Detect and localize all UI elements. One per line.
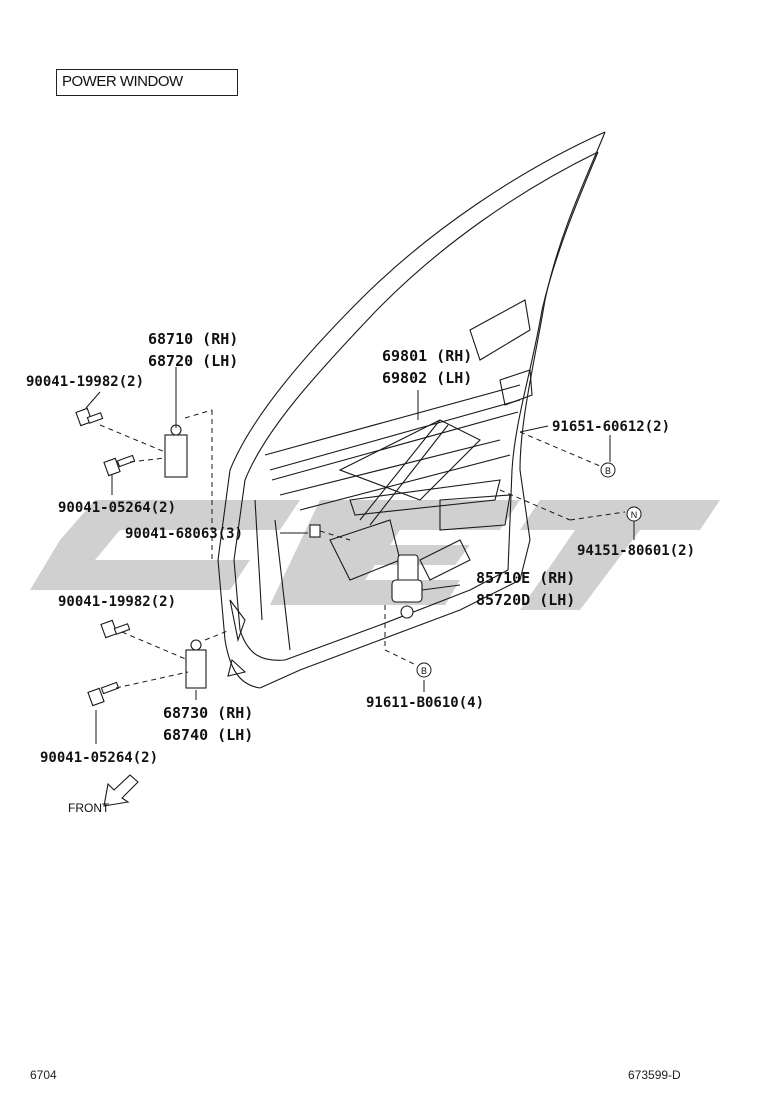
diagram-title-box: POWER WINDOW bbox=[56, 69, 238, 96]
marker-b-bottom: B bbox=[416, 662, 432, 678]
door-frame bbox=[217, 131, 606, 689]
svg-text:N: N bbox=[631, 510, 638, 520]
lower-hinge bbox=[185, 639, 207, 689]
leader-lines bbox=[85, 367, 635, 744]
label-bolt-upper-1: 90041-19982(2) bbox=[26, 374, 144, 390]
label-bolt-lower-1: 90041-19982(2) bbox=[58, 594, 176, 610]
front-label: FRONT bbox=[68, 801, 110, 815]
label-bolt-b-bottom: 91611-B0610(4) bbox=[366, 695, 484, 711]
label-bolt-b-right: 91651-60612(2) bbox=[552, 419, 670, 435]
footer-figure-code: 673599-D bbox=[628, 1068, 681, 1082]
watermark-logo bbox=[30, 500, 720, 610]
svg-text:B: B bbox=[421, 666, 427, 676]
label-regulator-rh: 69801 (RH) bbox=[382, 347, 472, 365]
label-hinge-upper-rh: 68710 (RH) bbox=[148, 330, 238, 348]
footer-page-code: 6704 bbox=[30, 1068, 57, 1082]
window-motor bbox=[391, 554, 423, 619]
label-bolt-upper-2: 90041-05264(2) bbox=[58, 500, 176, 516]
window-regulator bbox=[329, 419, 511, 581]
dashed-lines bbox=[99, 409, 626, 689]
diagram-title: POWER WINDOW bbox=[62, 73, 183, 90]
marker-n: N bbox=[626, 506, 642, 522]
front-arrow-icon bbox=[103, 774, 139, 807]
marker-b-right: B bbox=[600, 462, 616, 478]
label-motor-lh: 85720D (LH) bbox=[476, 591, 575, 609]
label-nut-n: 94151-80601(2) bbox=[577, 543, 695, 559]
label-hinge-lower-rh: 68730 (RH) bbox=[163, 704, 253, 722]
label-hinge-upper-lh: 68720 (LH) bbox=[148, 352, 238, 370]
label-motor-rh: 85710E (RH) bbox=[476, 569, 575, 587]
svg-text:B: B bbox=[605, 466, 611, 476]
label-regulator-lh: 69802 (LH) bbox=[382, 369, 472, 387]
label-bolt-center: 90041-68063(3) bbox=[125, 526, 243, 542]
label-bolt-lower-2: 90041-05264(2) bbox=[40, 750, 158, 766]
bolt-icons bbox=[75, 407, 321, 707]
label-hinge-lower-lh: 68740 (LH) bbox=[163, 726, 253, 744]
upper-hinge bbox=[164, 424, 188, 478]
